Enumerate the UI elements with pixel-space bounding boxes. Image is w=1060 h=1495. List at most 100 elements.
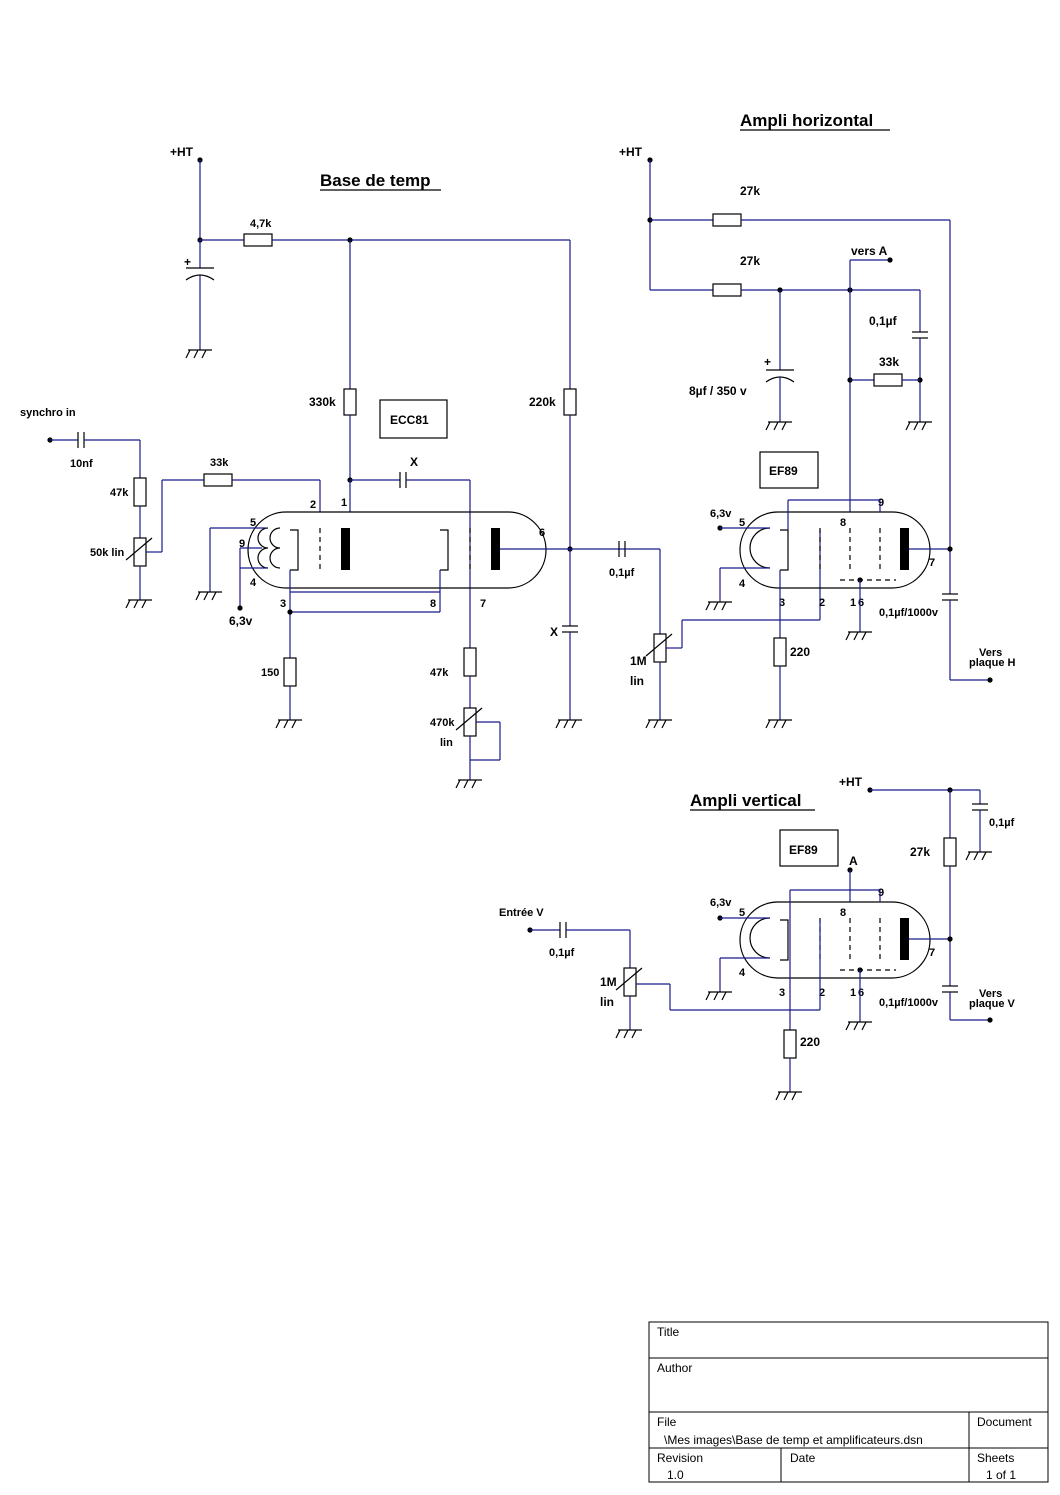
svg-text:+: + — [184, 255, 191, 269]
label-47k-b: 47k — [430, 667, 449, 679]
tube-label-box-ecc81 — [379, 399, 448, 439]
ground-symbol — [125, 599, 152, 609]
ground-symbol — [645, 719, 672, 729]
label-10nf: 10nf — [70, 458, 93, 470]
pin-label: 3 — [779, 987, 785, 999]
resistor-33k-grid — [203, 473, 233, 487]
label-cap-x-2: X — [550, 625, 558, 639]
label-01uf-b: 0,1µf — [869, 314, 898, 328]
label-330k: 330k — [309, 395, 336, 409]
title-block-author-label: Author — [657, 1361, 692, 1375]
ampli-horizontal-section: Ampli horizontal +HT 27k 27k vers A + 8µ… — [619, 111, 1016, 729]
label-50k-lin: 50k lin — [90, 547, 125, 559]
label-01uf-a: 0,1µf — [609, 567, 635, 579]
pin-label: 7 — [929, 947, 935, 959]
label-6v3-c: 6,3v — [710, 897, 732, 909]
tube-label-ef89-v: EF89 — [789, 843, 818, 857]
pin-label: 4 — [250, 577, 257, 589]
label-150: 150 — [261, 667, 279, 679]
label-entree-v: Entrée V — [499, 907, 544, 919]
tube-ef89-horizontal — [739, 511, 931, 589]
label-47k-a: 47k — [110, 487, 129, 499]
pin-label: 8 — [840, 517, 846, 529]
pin-label: 6 — [539, 527, 545, 539]
resistor-47k-synchro — [133, 477, 147, 507]
tube-label-box-ef89-v — [779, 829, 839, 867]
ground-symbol — [195, 591, 222, 601]
label-470k: 470k — [430, 717, 455, 729]
label-470k-lin: lin — [440, 737, 453, 749]
label-1m-lin-b: lin — [600, 995, 614, 1009]
title-block-sheets-label: Sheets — [977, 1451, 1014, 1465]
ground-symbol — [705, 601, 732, 611]
ground-symbol — [615, 1029, 642, 1039]
resistor-27k-h2 — [712, 283, 742, 297]
label-1m-a: 1M — [630, 654, 647, 668]
ground-symbol — [185, 349, 212, 359]
title-base-de-temp: Base de temp — [320, 171, 431, 190]
label-plaque-h: plaque H — [969, 657, 1016, 669]
label-ht-3: +HT — [839, 775, 863, 789]
label-ht-1: +HT — [170, 145, 194, 159]
label-1m-b: 1M — [600, 975, 617, 989]
title-block-title-label: Title — [657, 1325, 680, 1339]
tube-label-ecc81: ECC81 — [390, 413, 429, 427]
label-01uf-1000v-b: 0,1µf/1000v — [879, 997, 939, 1009]
label-27k-b: 27k — [740, 254, 760, 268]
pin-label: 5 — [250, 517, 256, 529]
ground-symbol — [765, 421, 792, 431]
pin-label: 3 — [779, 597, 785, 609]
pin-label: 5 — [739, 517, 745, 529]
pin-label: 1 — [341, 497, 347, 509]
pin-label: 8 — [840, 907, 846, 919]
pin-label: 1 — [850, 597, 856, 609]
ground-symbol — [845, 1021, 872, 1031]
pin-label: 8 — [430, 598, 436, 610]
tube-label-box-ef89-h — [759, 451, 819, 489]
tube-ecc81 — [247, 511, 547, 589]
resistor-27k-h1 — [712, 213, 742, 227]
label-vers-a: vers A — [851, 244, 888, 258]
label-6v3-b: 6,3v — [710, 508, 732, 520]
label-33k-a: 33k — [210, 457, 229, 469]
label-1m-lin-a: lin — [630, 674, 644, 688]
label-synchro-in: synchro in — [20, 407, 76, 419]
resistor-220-v — [783, 1029, 797, 1059]
label-8uf: 8µf / 350 v — [689, 384, 747, 398]
pin-label: 6 — [858, 987, 864, 999]
label-27k-c: 27k — [910, 845, 930, 859]
pin-label: 7 — [929, 557, 935, 569]
title-block: Title Author File \Mes images\Base de te… — [648, 1321, 1049, 1483]
ground-symbol — [965, 851, 992, 861]
resistor-220-h — [773, 637, 787, 667]
title-block-document-label: Document — [977, 1415, 1032, 1429]
title-ampli-horizontal: Ampli horizontal — [740, 111, 873, 130]
title-block-sheets-value: 1 of 1 — [986, 1468, 1016, 1482]
label-01uf-c: 0,1µf — [989, 817, 1015, 829]
title-block-file-label: File — [657, 1415, 677, 1429]
label-220k: 220k — [529, 395, 556, 409]
resistor-4k7 — [243, 233, 273, 247]
title-block-date-label: Date — [790, 1451, 816, 1465]
label-27k-a: 27k — [740, 184, 760, 198]
label-33k-b: 33k — [879, 355, 899, 369]
label-01uf-1000v-a: 0,1µf/1000v — [879, 607, 939, 619]
resistor-33k-screen — [873, 373, 903, 387]
label-plaque-v: plaque V — [969, 998, 1016, 1010]
label-01uf-d: 0,1µf — [549, 947, 575, 959]
label-6v3-a: 6,3v — [229, 614, 253, 628]
pin-label: 4 — [739, 578, 746, 590]
pin-label: 2 — [819, 987, 825, 999]
tube-ef89-vertical — [739, 901, 931, 979]
ground-symbol — [775, 1091, 802, 1101]
ground-symbol — [905, 421, 932, 431]
label-220-a: 220 — [790, 645, 810, 659]
title-block-file-value: \Mes images\Base de temp et amplificateu… — [664, 1433, 923, 1447]
resistor-220k — [563, 388, 577, 416]
resistor-47k-grid2 — [463, 647, 477, 677]
pin-label: 6 — [858, 597, 864, 609]
capacitor-electrolytic-ht1: + — [184, 240, 215, 350]
label-vers-h1: Vers — [979, 647, 1002, 659]
resistor-27k-v — [943, 837, 957, 867]
